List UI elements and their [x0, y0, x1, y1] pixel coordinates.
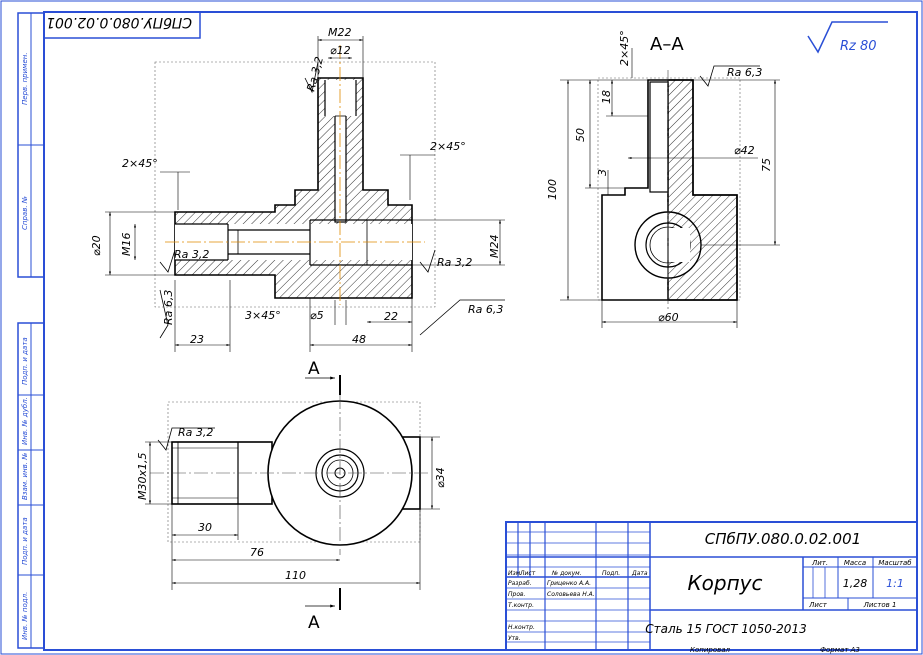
sec-ra: Ra 6,3: [727, 66, 762, 79]
format-label: Формат А3: [820, 646, 860, 654]
title-block-text: СПбПУ.080.0.02.001 Корпус Сталь 15 ГОСТ …: [508, 530, 912, 654]
sec-dim-50: 50: [574, 128, 587, 142]
title-designation: СПбПУ.080.0.02.001: [705, 530, 861, 548]
dim-d20: ⌀20: [90, 235, 103, 256]
top-dim-30: 30: [198, 521, 212, 534]
title-mass-value: 1,28: [843, 577, 868, 590]
row-ncontrol: Н.контр.: [508, 624, 535, 631]
top-view-labels: А А Ra 3,2 M30x1,5 ⌀34 30 76 110: [136, 359, 447, 633]
hdr-list: Лист: [519, 570, 536, 577]
dim-48: 48: [352, 333, 366, 346]
row-approved: Утв.: [508, 635, 521, 642]
top-ra: Ra 3,2: [178, 426, 213, 439]
sec-dim-d42: ⌀42: [734, 144, 755, 157]
row-developer: Гриценко А.А.: [547, 580, 591, 587]
hdr-izm: Изм.: [508, 570, 522, 577]
section-view-labels: А–А 2×45° Ra 6,3 18 50 3 100 75 ⌀42 ⌀60: [546, 30, 773, 324]
title-part-name: Корпус: [687, 571, 762, 595]
dim-22: 22: [384, 310, 398, 323]
sec-dim-3: 3: [596, 169, 609, 176]
row-checker: Соловьева Н.А.: [547, 591, 595, 598]
top-dim-110: 110: [285, 569, 306, 582]
copied-label: Копировал: [690, 646, 731, 654]
cut-label-bottom: А: [308, 613, 320, 633]
hdr-sign: Подп.: [602, 570, 620, 577]
top-dim-m30: M30x1,5: [136, 453, 149, 501]
title-material: Сталь 15 ГОСТ 1050-2013: [645, 622, 806, 636]
row-checker-role: Пров.: [508, 591, 526, 598]
general-roughness: Rz 80: [807, 21, 888, 54]
title-mass-label: Масса: [844, 559, 866, 567]
row-developer-role: Разраб.: [508, 580, 532, 587]
roughness-general-label: Rz 80: [840, 39, 877, 54]
sec-dim-d60: ⌀60: [658, 311, 679, 324]
row-tcontrol: Т.контр.: [508, 602, 534, 609]
title-lit-label: Лит.: [811, 559, 828, 567]
dim-ch-right: 2×45°: [430, 140, 466, 153]
dim-m16: M16: [120, 233, 133, 257]
top-view: [145, 375, 440, 610]
strip-label-6: Подп. и дата: [21, 517, 29, 565]
strip-label-4: Инв. № дубл.: [21, 397, 29, 445]
front-view: [105, 36, 505, 352]
title-block: [505, 521, 918, 651]
ra-right: Ra 3,2: [437, 256, 472, 269]
dim-m24: M24: [488, 235, 501, 259]
rotated-designation: СПбПУ.080.0.02.001: [46, 14, 192, 30]
strip-label-7: Инв. № подл.: [21, 592, 29, 640]
strip-label-3: Подп. и дата: [21, 337, 29, 385]
dim-d12: ⌀12: [330, 44, 351, 57]
title-sheets-label: Листов 1: [863, 601, 897, 609]
dim-ch-left: 2×45°: [122, 157, 158, 170]
title-scale-label: Масштаб: [878, 559, 912, 567]
ra-side: Ra 6,3: [162, 290, 175, 325]
sec-dim-100: 100: [546, 179, 559, 200]
sec-dim-ch: 2×45°: [618, 30, 631, 66]
title-scale-value: 1:1: [886, 577, 904, 590]
dim-ch-bottom: 3×45°: [245, 309, 281, 322]
cut-label-top: А: [308, 359, 320, 379]
ra-left: Ra 3,2: [174, 248, 209, 261]
ra-bottom: Ra 6,3: [468, 303, 503, 316]
top-dim-d34: ⌀34: [434, 467, 447, 488]
strip-label-1: Перв. примен.: [21, 52, 29, 105]
strip-label-2: Справ. №: [21, 196, 29, 230]
dim-d5: ⌀5: [310, 309, 324, 322]
title-sheet-label: Лист: [808, 601, 828, 609]
strip-label-5: Взам. инв. №: [21, 452, 29, 500]
sec-dim-18: 18: [600, 90, 613, 104]
hdr-date: Дата: [631, 570, 648, 577]
section-view: [560, 48, 780, 328]
dim-m22: M22: [328, 26, 352, 39]
top-dim-76: 76: [250, 546, 264, 559]
dim-23: 23: [190, 333, 204, 346]
sec-dim-75: 75: [760, 158, 773, 172]
hdr-doc: № докум.: [551, 570, 582, 577]
front-view-labels: M22 ⌀12 2×45° 2×45° ⌀20 M16 M24 Ra 3,2 R…: [90, 26, 503, 346]
section-label: А–А: [650, 34, 684, 55]
